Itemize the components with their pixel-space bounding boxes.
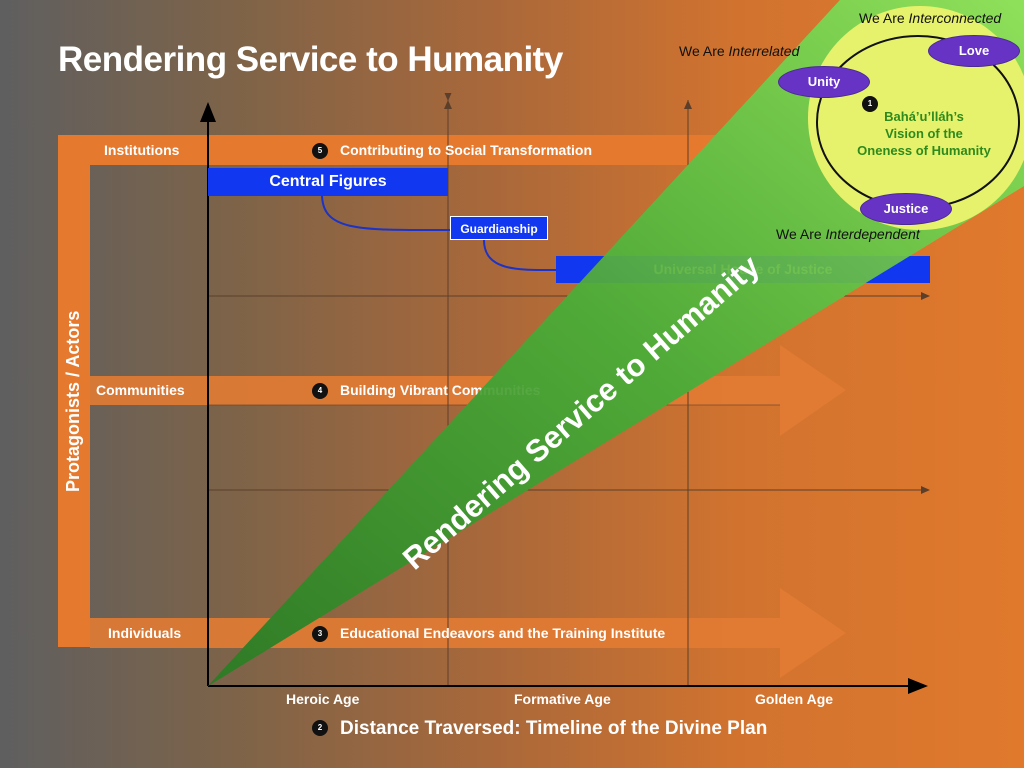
- guardianship-bar: Guardianship: [450, 216, 548, 240]
- vibrant-communities-text: Building Vibrant Communities: [340, 382, 541, 398]
- connector-line: [321, 193, 451, 232]
- love-pill: Love: [928, 35, 1020, 67]
- age-label-golden: Golden Age: [755, 691, 834, 707]
- central-figures-bar: Central Figures: [208, 168, 448, 196]
- step-marker-2: 2: [312, 720, 328, 736]
- y-axis-label: Protagonists / Actors: [63, 310, 83, 492]
- step-marker-5: 5: [312, 143, 328, 159]
- step-marker-1: 1: [862, 96, 878, 112]
- connector-line: [483, 239, 559, 272]
- page-title: Rendering Service to Humanity: [58, 40, 563, 79]
- training-institute-text: Educational Endeavors and the Training I…: [340, 625, 666, 641]
- unity-pill: Unity: [778, 66, 870, 98]
- timeline-title: Distance Traversed: Timeline of the Divi…: [340, 718, 768, 739]
- band-label-institutions: Institutions: [104, 142, 180, 158]
- social-transformation-text: Contributing to Social Transformation: [340, 142, 592, 158]
- step-marker-3: 3: [312, 626, 328, 642]
- step-marker-4: 4: [312, 383, 328, 399]
- vision-text: Bahá’u’lláh’s Vision of the Oneness of H…: [846, 108, 1002, 159]
- vision-line-3: Oneness of Humanity: [857, 143, 991, 158]
- age-label-heroic: Heroic Age: [286, 691, 360, 707]
- vision-line-1: Bahá’u’lláh’s: [884, 109, 964, 124]
- age-label-formative: Formative Age: [514, 691, 611, 707]
- interdependent-label: We Are Interdependent: [776, 226, 920, 242]
- actors-bar: [58, 135, 90, 647]
- interconnected-label: We Are Interconnected: [859, 10, 1002, 26]
- interrelated-label: We Are Interrelated: [679, 43, 800, 59]
- vision-line-2: Vision of the: [885, 126, 963, 141]
- band-label-individuals: Individuals: [108, 625, 182, 641]
- band-label-communities: Communities: [96, 382, 185, 398]
- justice-pill: Justice: [860, 193, 952, 225]
